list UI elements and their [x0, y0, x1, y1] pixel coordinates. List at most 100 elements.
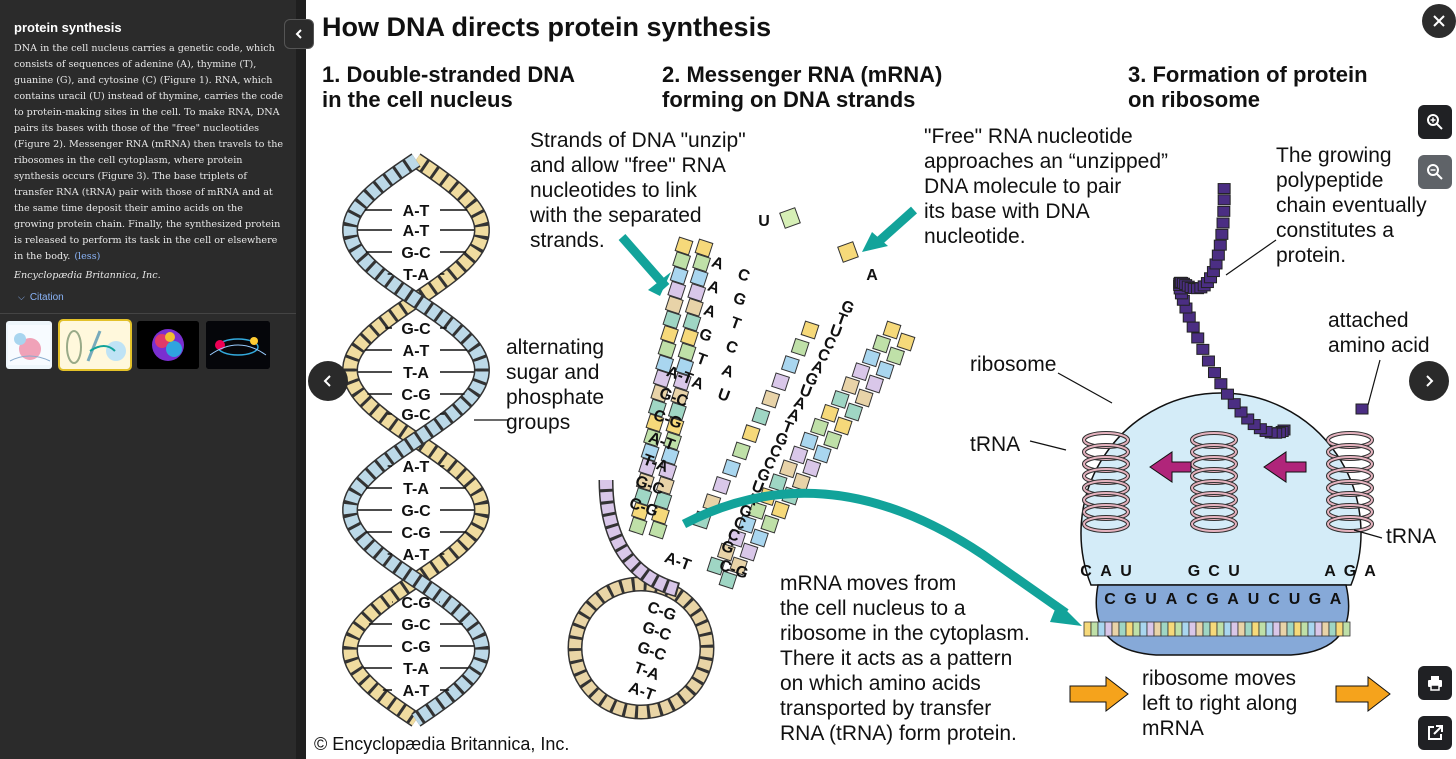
strand-segment	[672, 372, 692, 392]
strand-segment	[799, 431, 819, 451]
strand-segment	[830, 389, 850, 409]
thumbnail-4[interactable]	[206, 321, 270, 369]
strand-segment	[841, 376, 861, 395]
mrna-segment	[1174, 621, 1183, 637]
next-image-button[interactable]	[1409, 361, 1449, 401]
strand-letter: G	[737, 502, 755, 522]
mrna-segment	[1286, 621, 1295, 637]
ribosome	[1080, 392, 1362, 656]
open-external-button[interactable]	[1418, 716, 1452, 750]
strand-segment	[682, 312, 702, 332]
free-nucleotide-letter: U	[758, 213, 770, 230]
mrna-segment	[1244, 621, 1253, 637]
mrna-base-letter: G	[1124, 591, 1136, 608]
base-pair-label: A-T	[403, 459, 430, 476]
amino-acid-unit	[1211, 249, 1225, 261]
attached-amino-acid	[1355, 403, 1369, 415]
strand-letter: G	[755, 466, 773, 486]
free-nucleotide-letter: A	[866, 267, 878, 284]
mrna-segment	[1097, 621, 1106, 637]
mrna-segment	[1160, 621, 1169, 637]
chevron-down-icon: ⌵	[18, 292, 25, 302]
open-external-icon	[1428, 725, 1443, 740]
mrna-segment	[1328, 621, 1337, 637]
mrna-segment	[1279, 621, 1288, 637]
backbone-segments	[343, 154, 489, 726]
strand-segment	[657, 339, 677, 359]
amino-acid-unit	[1191, 332, 1205, 344]
image-source: Encyclopædia Britannica, Inc.	[14, 270, 161, 281]
strand-segment	[638, 457, 658, 477]
strand-segment	[677, 342, 697, 362]
thumbnail-1[interactable]	[6, 321, 52, 369]
less-link[interactable]: (less)	[74, 251, 101, 262]
chevron-right-icon	[1426, 375, 1434, 387]
ribosome-label: ribosome	[970, 353, 1057, 376]
mrna-segment	[1188, 621, 1197, 637]
mrna-segment	[1272, 621, 1281, 637]
strand-segment	[790, 337, 810, 357]
polypeptide-note: The growing polypeptide chain eventually…	[1276, 144, 1427, 267]
mrna-segment	[1230, 621, 1239, 637]
mrna-note: mRNA moves from the cell nucleus to a ri…	[780, 572, 1030, 745]
amino-acid-unit	[1220, 388, 1234, 400]
strand-segment	[770, 500, 790, 520]
strand-segment	[692, 253, 712, 273]
dna-curve-segments	[600, 479, 680, 596]
amino-acid-unit	[1207, 367, 1221, 379]
thumbnail-2-selected[interactable]	[58, 319, 132, 371]
panel-description: DNA in the cell nucleus carries a geneti…	[14, 41, 284, 265]
unzip-note: Strands of DNA "unzip" and allow "free" …	[530, 129, 746, 252]
copyright: © Encyclopædia Britannica, Inc.	[314, 734, 570, 754]
amino-acid-unit	[1227, 398, 1241, 410]
strand-letter: G	[697, 326, 715, 346]
strand-segment	[861, 348, 881, 368]
mrna-segment	[1314, 621, 1323, 637]
citation-toggle[interactable]: ⌵Citation	[18, 292, 64, 303]
base-pair-label: G-C	[401, 321, 431, 338]
strand-segment	[779, 459, 798, 479]
amino-acid-unit	[1234, 406, 1248, 418]
strand-letter: G	[803, 370, 821, 390]
thumbnail-3[interactable]	[137, 321, 199, 369]
amino-acid-unit	[1182, 311, 1196, 323]
dna-loop-segments	[569, 578, 713, 718]
teal-arrow-mrna	[681, 488, 1069, 617]
strand-segment	[660, 324, 679, 344]
mrna-base-letter: C	[1268, 591, 1280, 608]
amino-acid-unit	[1215, 228, 1229, 240]
strand-letter: G	[719, 538, 737, 558]
mrna-base-letter: G	[1206, 591, 1218, 608]
strand-segment	[844, 402, 864, 422]
collapse-panel-button[interactable]	[284, 19, 314, 49]
strand-segment	[854, 388, 874, 408]
base-pair-label: C-G	[401, 639, 430, 656]
strand-segment	[789, 445, 809, 465]
strand-segment	[875, 360, 895, 380]
strand-segment	[680, 327, 699, 347]
close-button[interactable]	[1422, 4, 1456, 38]
mrna-segment	[1321, 621, 1330, 637]
strand-segment	[800, 320, 820, 340]
orange-arrow-left	[1069, 675, 1129, 713]
strand-segment	[791, 472, 811, 492]
strand-segment	[647, 398, 667, 418]
print-button[interactable]	[1418, 666, 1452, 700]
strand-segment	[665, 416, 685, 436]
previous-image-button[interactable]	[308, 361, 348, 401]
base-pair-label: G-C	[401, 245, 431, 262]
sugar-phosphate-note: alternating sugar and phosphate groups	[506, 336, 605, 434]
strand-segment	[648, 520, 668, 540]
step-3-heading: 3. Formation of protein on ribosome	[1128, 62, 1368, 112]
base-pair-label: A-T	[403, 343, 430, 360]
trna-right-codon-letter: A	[1324, 563, 1336, 580]
strand-segment	[768, 473, 788, 493]
zoom-out-button[interactable]	[1418, 155, 1452, 189]
strand-segment	[653, 490, 673, 510]
zoom-in-button[interactable]	[1418, 105, 1452, 139]
base-pair-label: C-G	[401, 595, 430, 612]
